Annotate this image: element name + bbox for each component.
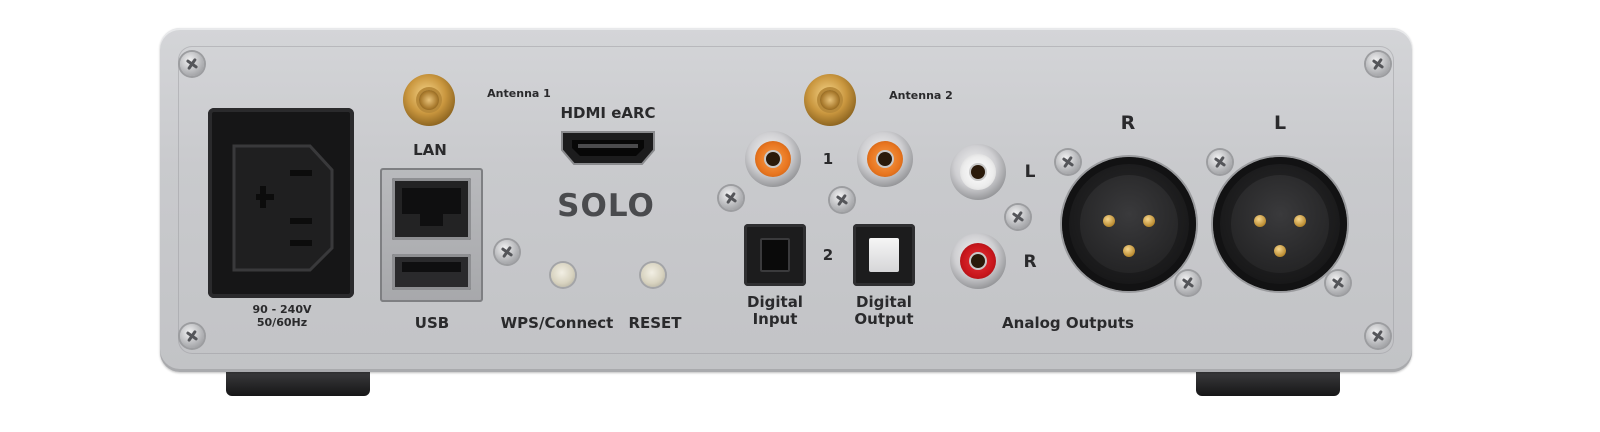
- hdmi-label: HDMI eARC: [560, 104, 656, 122]
- lan-port-latch: [420, 214, 443, 226]
- rear-panel: [160, 28, 1412, 372]
- lan-side-screw: [495, 240, 519, 264]
- lan-label: LAN: [413, 141, 447, 159]
- wps-connect-label: WPS/Connect: [500, 314, 614, 332]
- coaxial-input-2[interactable]: [857, 131, 913, 187]
- optical-input-aperture: [760, 238, 790, 272]
- lan-usb-housing: [380, 168, 483, 302]
- rca-left-label: L: [1024, 162, 1036, 182]
- digital-input-label-line1: Digital: [747, 293, 803, 311]
- reset-button[interactable]: [641, 263, 665, 287]
- xlr-right-pin-2: [1143, 215, 1155, 227]
- xlr-right-face: [1080, 175, 1178, 273]
- optical-digital-output[interactable]: [853, 224, 915, 286]
- corner-screw-bottom-left: [180, 324, 204, 348]
- corner-screw-bottom-right: [1366, 324, 1390, 348]
- lan-port-contacts: [402, 188, 461, 214]
- left-foot: [226, 372, 370, 396]
- wps-connect-button[interactable]: [551, 263, 575, 287]
- lan-port[interactable]: [392, 178, 471, 240]
- xlr-left-face: [1231, 175, 1329, 273]
- digital-output-label-line1: Digital: [856, 293, 912, 311]
- xlr-right-label: R: [1120, 112, 1136, 134]
- corner-screw-top-left: [180, 52, 204, 76]
- antenna-2-label: Antenna 2: [889, 89, 953, 102]
- coaxial-input-2-insulator: [867, 141, 903, 177]
- xlr-left-pin-1: [1254, 215, 1266, 227]
- rca-right-insulator: [960, 243, 996, 279]
- analog-outputs-label: Analog Outputs: [1002, 314, 1134, 332]
- coaxial-1-label: 1: [822, 150, 834, 168]
- usb-label: USB: [414, 314, 450, 332]
- corner-screw-top-right: [1366, 52, 1390, 76]
- rca-output-left[interactable]: [950, 144, 1006, 200]
- xlr-right-pin-3: [1123, 245, 1135, 257]
- antenna-1-label: Antenna 1: [487, 87, 551, 100]
- xlr-right-bottom-screw: [1176, 271, 1200, 295]
- hdmi-earc-port[interactable]: [560, 128, 656, 168]
- coaxial-2-label: 2: [822, 246, 834, 264]
- antenna-2-connector[interactable]: [804, 74, 856, 126]
- xlr-left-pin-2: [1294, 215, 1306, 227]
- coaxial-input-1[interactable]: [745, 131, 801, 187]
- optical-output-dust-plug: [869, 238, 899, 272]
- rca-output-right[interactable]: [950, 233, 1006, 289]
- coaxial-input-1-insulator: [755, 141, 791, 177]
- usb-port[interactable]: [392, 254, 471, 290]
- coax-center-screw: [830, 188, 854, 212]
- xlr-left-label: L: [1273, 112, 1287, 134]
- xlr-right-top-screw: [1056, 150, 1080, 174]
- xlr-left-bottom-screw: [1326, 271, 1350, 295]
- digital-output-label-line2: Output: [854, 310, 914, 328]
- xlr-output-left[interactable]: [1213, 157, 1347, 291]
- rca-screw: [1006, 205, 1030, 229]
- coax-left-screw: [719, 186, 743, 210]
- usb-port-tongue: [402, 262, 461, 272]
- xlr-left-pin-3: [1274, 245, 1286, 257]
- digital-input-label-line2: Input: [752, 310, 798, 328]
- xlr-left-top-screw: [1208, 150, 1232, 174]
- xlr-output-right[interactable]: [1062, 157, 1196, 291]
- power-frequency-label: 50/60Hz: [256, 316, 308, 329]
- antenna-1-connector[interactable]: [403, 74, 455, 126]
- reset-label: RESET: [628, 314, 682, 332]
- power-voltage-label: 90 - 240V: [252, 303, 312, 316]
- xlr-right-pin-1: [1103, 215, 1115, 227]
- rca-left-insulator: [960, 154, 996, 190]
- right-foot: [1196, 372, 1340, 396]
- model-logo: SOLO: [557, 188, 655, 224]
- power-inlet[interactable]: [208, 108, 354, 298]
- rca-right-label: R: [1023, 252, 1037, 272]
- optical-digital-input[interactable]: [744, 224, 806, 286]
